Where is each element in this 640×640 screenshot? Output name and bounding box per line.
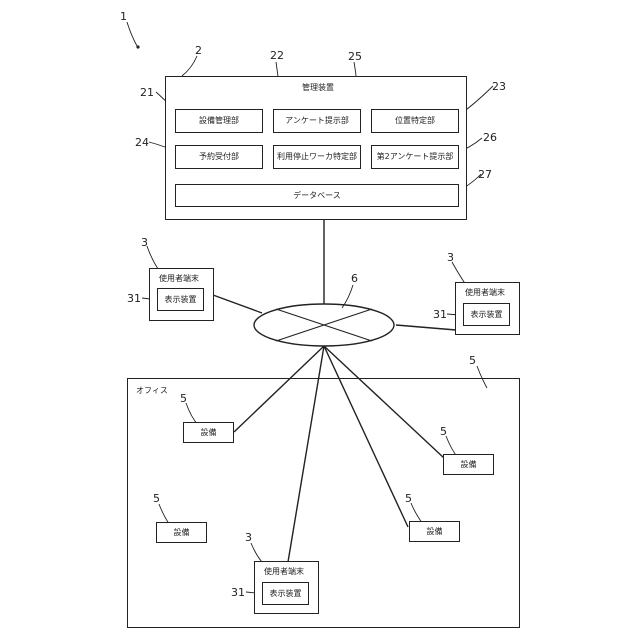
- user-terminal-left-title: 使用者端末: [159, 275, 199, 283]
- display-device-right: 表示装置: [463, 303, 510, 326]
- survey-presentation-label: アンケート提示部: [285, 117, 349, 125]
- reservation-reception-unit: 予約受付部: [175, 145, 263, 169]
- position-identification-label: 位置特定部: [395, 117, 435, 125]
- ref-equipment-management: 21: [140, 87, 154, 98]
- display-device-bottom-label: 表示装置: [270, 590, 302, 598]
- second-survey-presentation-label: 第2アンケート提示部: [377, 153, 454, 161]
- survey-presentation-unit: アンケート提示部: [273, 109, 361, 133]
- leader-1: [127, 22, 137, 46]
- network: [254, 304, 394, 346]
- equipment-3: 設備: [156, 522, 207, 543]
- position-identification-unit: 位置特定部: [371, 109, 459, 133]
- display-device-left: 表示装置: [157, 288, 204, 311]
- ref-display-device-right: 31: [433, 309, 447, 320]
- user-terminal-right-title: 使用者端末: [465, 289, 505, 297]
- ref-equipment-1: 5: [180, 393, 187, 404]
- system-ref-dot: [136, 45, 139, 48]
- ref-user-terminal-bottom: 3: [245, 532, 252, 543]
- equipment-2-label: 設備: [461, 461, 477, 469]
- ref-display-device-left: 31: [127, 293, 141, 304]
- ref-system: 1: [120, 11, 127, 22]
- leader-3-left: [147, 246, 158, 269]
- ref-stop-worker-identification: 25: [348, 51, 362, 62]
- office: オフィス: [127, 378, 520, 628]
- ref-reservation-reception: 24: [135, 137, 149, 148]
- management-device-title: 管理装置: [302, 84, 334, 92]
- equipment-management-label: 設備管理部: [199, 117, 239, 125]
- ref-network: 6: [351, 273, 358, 284]
- reservation-reception-label: 予約受付部: [199, 153, 239, 161]
- display-device-bottom: 表示装置: [262, 582, 309, 605]
- ref-display-device-bottom: 31: [231, 587, 245, 598]
- line-terminal-left-network: [213, 295, 262, 313]
- equipment-1: 設備: [183, 422, 234, 443]
- equipment-1-label: 設備: [201, 429, 217, 437]
- user-terminal-bottom-title: 使用者端末: [264, 568, 304, 576]
- display-device-left-label: 表示装置: [165, 296, 197, 304]
- ref-second-survey-presentation: 26: [483, 132, 497, 143]
- ref-user-terminal-right: 3: [447, 252, 454, 263]
- equipment-2: 設備: [443, 454, 494, 475]
- leader-2: [182, 56, 197, 76]
- ref-user-terminal-left: 3: [141, 237, 148, 248]
- equipment-4: 設備: [409, 521, 460, 542]
- ref-survey-presentation: 22: [270, 50, 284, 61]
- ref-database: 27: [478, 169, 492, 180]
- ref-position-identification: 23: [492, 81, 506, 92]
- stop-worker-identification-label: 利用停止ワーカ特定部: [277, 153, 357, 161]
- ref-equipment-2: 5: [440, 426, 447, 437]
- display-device-right-label: 表示装置: [471, 311, 503, 319]
- line-terminal-right-network: [396, 325, 456, 330]
- equipment-3-label: 設備: [174, 529, 190, 537]
- equipment-management-unit: 設備管理部: [175, 109, 263, 133]
- ref-office: 5: [469, 355, 476, 366]
- database-label: データベース: [293, 192, 341, 200]
- office-title: オフィス: [136, 387, 168, 395]
- ref-management-device: 2: [195, 45, 202, 56]
- ref-equipment-3: 5: [153, 493, 160, 504]
- stop-worker-identification-unit: 利用停止ワーカ特定部: [273, 145, 361, 169]
- second-survey-presentation-unit: 第2アンケート提示部: [371, 145, 459, 169]
- ref-equipment-4: 5: [405, 493, 412, 504]
- equipment-4-label: 設備: [427, 528, 443, 536]
- database: データベース: [175, 184, 459, 207]
